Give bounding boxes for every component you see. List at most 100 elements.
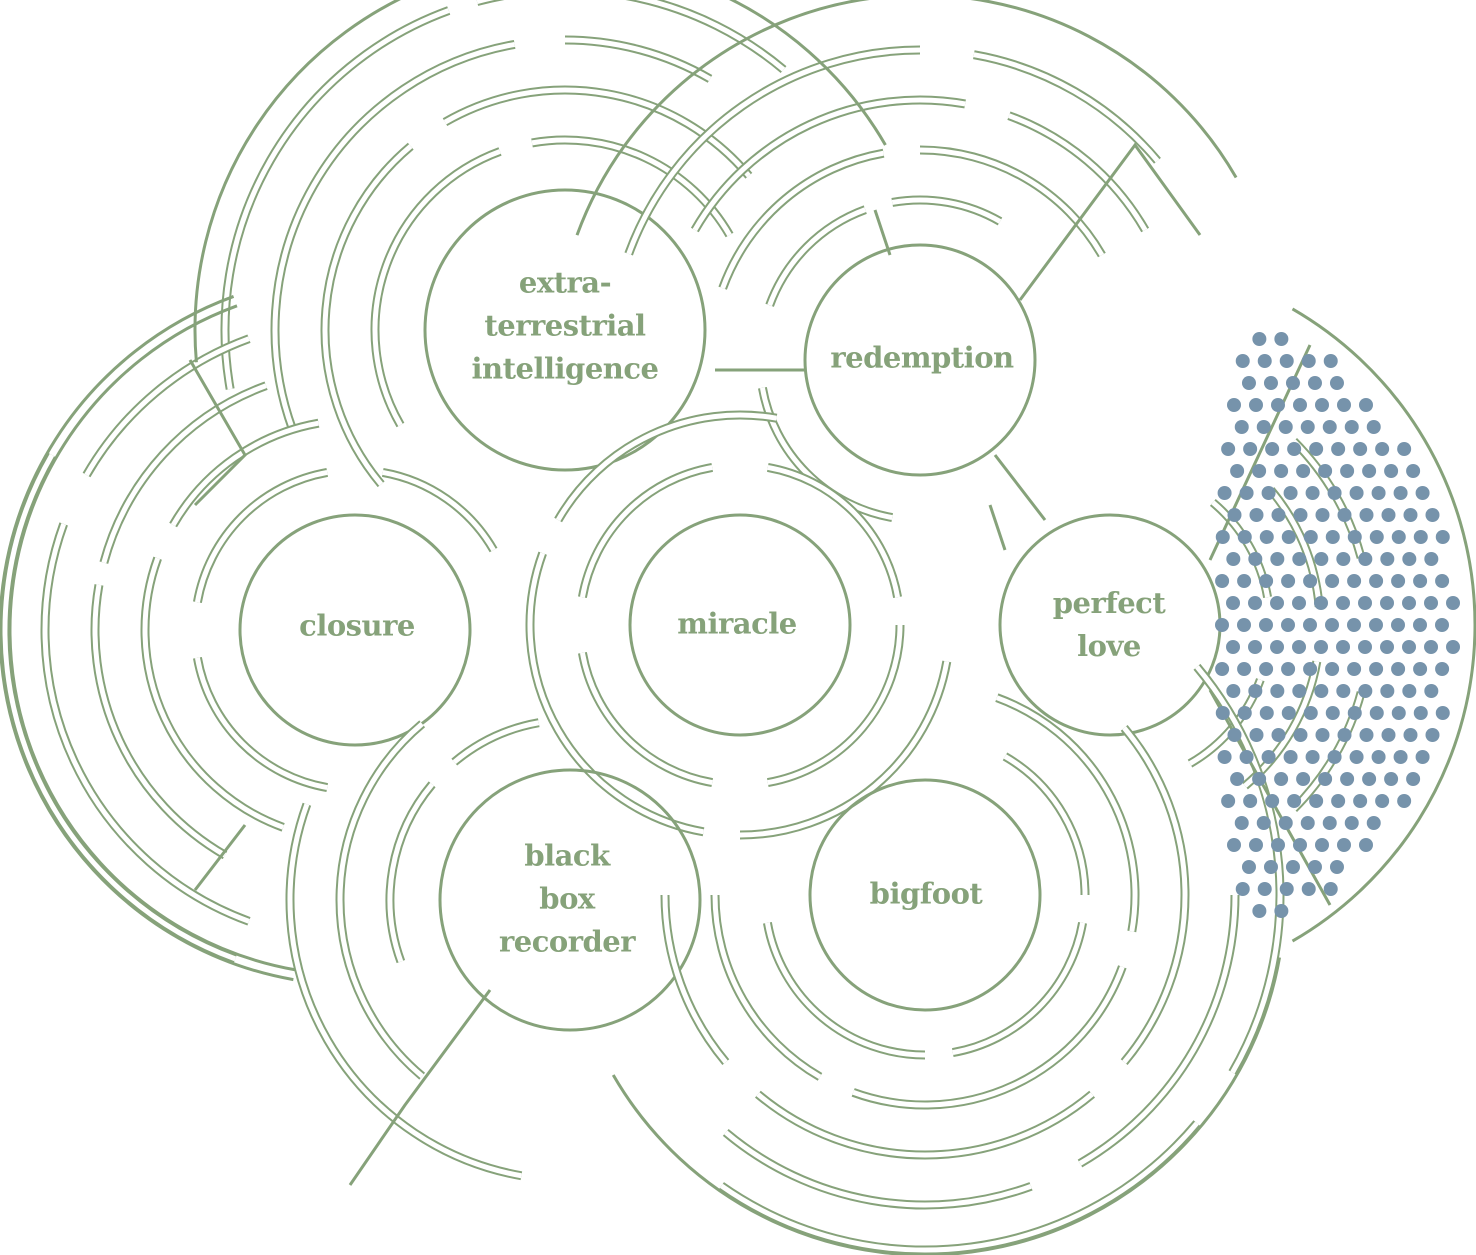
label-miracle: miracle: [677, 606, 797, 641]
dot: [1358, 552, 1373, 566]
dot: [1340, 772, 1355, 786]
dot: [1217, 486, 1232, 500]
maze-center-closure: [238, 513, 472, 747]
maze-wall-inner: [382, 469, 496, 552]
dot: [1413, 618, 1427, 632]
dot: [1358, 596, 1373, 610]
dot: [1237, 662, 1252, 676]
maze-wall-inner: [579, 652, 713, 786]
dot: [1325, 706, 1340, 720]
dot: [1331, 442, 1346, 456]
maze-wall: [90, 584, 228, 860]
dot: [1296, 772, 1311, 786]
maze-line: [611, 957, 1282, 1255]
maze-wall-inner: [626, 47, 921, 255]
maze-wall-inner: [764, 922, 926, 1058]
dot: [1283, 486, 1298, 500]
maze-wall-inner: [1078, 894, 1238, 1166]
dot: [1227, 398, 1241, 412]
dot: [1259, 618, 1273, 632]
dot: [1261, 750, 1276, 764]
dot: [1397, 794, 1412, 808]
maze-wall-inner: [322, 144, 413, 486]
dot: [1353, 442, 1368, 456]
dot: [1403, 728, 1418, 742]
dot: [1249, 728, 1264, 742]
maze-line: [575, 0, 1238, 236]
maze-wall-inner: [452, 720, 540, 765]
dot: [1369, 530, 1384, 544]
dot: [1435, 662, 1450, 676]
dot: [1285, 860, 1300, 874]
dot: [1344, 420, 1359, 434]
dot: [1325, 662, 1340, 676]
dot: [1359, 838, 1373, 852]
dot: [1300, 420, 1315, 434]
dot: [1384, 464, 1399, 478]
dot: [1274, 904, 1289, 918]
dot: [1303, 618, 1317, 632]
dot: [1337, 728, 1352, 742]
dot: [1384, 772, 1399, 786]
dot: [1344, 816, 1359, 830]
dot: [1314, 640, 1329, 654]
maze-wall-inner: [973, 52, 1160, 163]
maze-wall: [1077, 894, 1240, 1168]
maze-wall: [1267, 487, 1324, 608]
dot: [1391, 706, 1406, 720]
dot: [1227, 838, 1241, 852]
maze-wall-inner: [443, 87, 751, 178]
dot: [1271, 728, 1286, 742]
dot: [1314, 596, 1329, 610]
dot: [1241, 860, 1256, 874]
dot: [1274, 464, 1289, 478]
maze-center-black-box: [438, 768, 702, 1032]
dot: [1337, 398, 1351, 412]
dot: [1237, 618, 1251, 632]
dot: [1252, 464, 1267, 478]
dot: [1327, 750, 1342, 764]
dot: [1359, 508, 1374, 522]
dot: [1424, 552, 1439, 566]
dot: [1270, 640, 1285, 654]
maze-wall-inner: [852, 965, 1125, 1108]
maze-wall: [951, 921, 1088, 1058]
label-perfect-love: perfect love: [1052, 586, 1166, 663]
dot: [1248, 596, 1263, 610]
dot: [1249, 398, 1263, 412]
dot: [1281, 662, 1296, 676]
maze-line: [188, 359, 247, 507]
dot: [1303, 530, 1318, 544]
dot: [1241, 376, 1256, 390]
maze-center-bigfoot: [808, 778, 1042, 1012]
dot: [1259, 662, 1274, 676]
dot: [1375, 794, 1390, 808]
maze-wall-inner: [287, 803, 522, 1179]
dot: [1435, 618, 1449, 632]
dot: [1237, 574, 1252, 588]
dot: [1381, 508, 1396, 522]
dot: [1261, 486, 1276, 500]
dot: [1293, 838, 1307, 852]
dot: [1226, 684, 1241, 698]
maze-wall-inner: [42, 523, 250, 924]
dot: [1322, 816, 1337, 830]
maze-wall: [564, 35, 713, 83]
maze-line: [993, 454, 1047, 521]
dot: [1281, 706, 1296, 720]
dot: [1235, 354, 1250, 368]
dot: [1249, 508, 1264, 522]
dot: [1256, 816, 1271, 830]
dot: [1435, 706, 1450, 720]
maze-wall-inner: [84, 336, 250, 477]
dot: [1380, 552, 1395, 566]
dot: [1239, 750, 1254, 764]
dot: [1325, 574, 1340, 588]
dot: [1256, 420, 1271, 434]
dot: [1226, 552, 1241, 566]
maze-center-extraterrestrial: [423, 188, 707, 472]
dot: [1391, 662, 1406, 676]
dot: [1435, 574, 1450, 588]
dot: [1259, 574, 1274, 588]
dot: [1369, 706, 1384, 720]
